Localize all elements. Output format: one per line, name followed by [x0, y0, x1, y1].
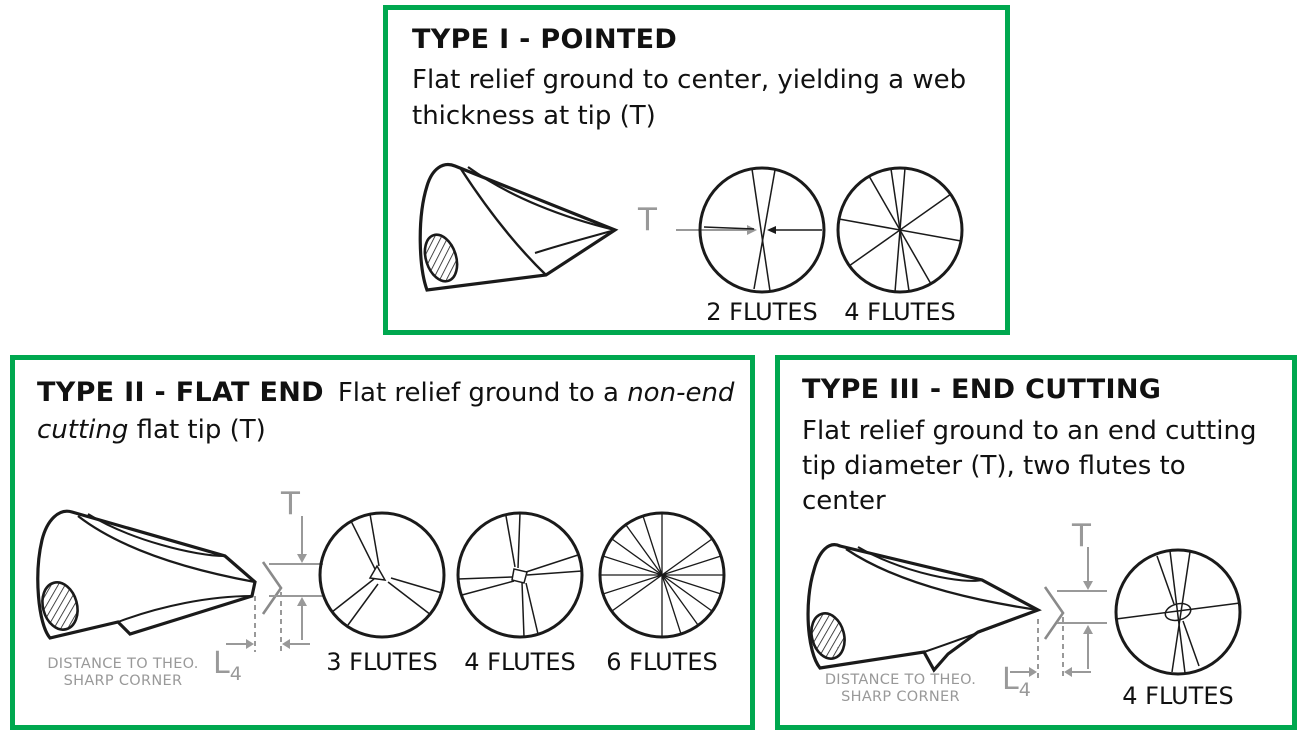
type2-t-label: T: [281, 486, 300, 522]
flutes-4-end-view-icon: [836, 166, 964, 294]
flutes-2-end-view-icon: [698, 166, 826, 294]
type3-t-dimension: [1057, 547, 1107, 669]
type1-flute-label-2: 2 FLUTES: [706, 298, 818, 326]
type2-panel: TYPE II - FLAT END Flat relief ground to …: [10, 355, 755, 730]
type2-drill-side-view-icon: [36, 509, 257, 640]
flutes-4-end-view-icon: [456, 511, 584, 639]
flutes-4-endcutting-end-view-icon: [1114, 548, 1242, 676]
flutes-6-end-view-icon: [598, 511, 726, 639]
type2-l4-dimension: [226, 592, 310, 652]
type2-flute-label-4: 4 FLUTES: [464, 648, 576, 676]
type2-heading-block: TYPE II - FLAT END Flat relief ground to …: [37, 374, 737, 449]
type1-panel: TYPE I - POINTED Flat relief ground to c…: [383, 5, 1010, 335]
type3-sharp-corner-chevron: [1043, 586, 1065, 640]
type1-description: Flat relief ground to center, yielding a…: [412, 65, 967, 131]
type2-desc-part1: Flat relief ground to a: [337, 378, 628, 408]
type2-shank-cross-section: [41, 581, 79, 631]
type2-desc-italic: non-end cutting: [37, 378, 735, 445]
type2-figure-svg: [36, 509, 726, 652]
type3-panel: TYPE III - END CUTTING Flat relief groun…: [775, 355, 1297, 730]
type3-l4-dimension: [1010, 617, 1091, 680]
flutes-3-end-view-icon: [318, 511, 446, 639]
type3-l4-label: L4: [1002, 662, 1031, 701]
type1-t-label: T: [638, 202, 657, 238]
type2-flute-label-6: 6 FLUTES: [606, 648, 718, 676]
type1-figure-svg: [418, 163, 964, 294]
type1-flute-label-4: 4 FLUTES: [844, 298, 956, 326]
type3-drill-side-view-icon: [806, 543, 1042, 673]
type3-description: Flat relief ground to an end cutting tip…: [802, 416, 1257, 516]
type1-shank-cross-section: [423, 233, 459, 283]
type1-title: TYPE I - POINTED: [412, 24, 678, 55]
type3-flute-label-4: 4 FLUTES: [1122, 682, 1234, 710]
type2-title: TYPE II - FLAT END: [37, 377, 324, 408]
type2-t-dimension: [269, 516, 323, 640]
type1-t-dimension: [676, 225, 822, 235]
type2-flute-label-3: 3 FLUTES: [326, 648, 438, 676]
type1-drill-side-view-icon: [418, 163, 619, 292]
type3-distance-label: DISTANCE TO THEO. SHARP CORNER: [824, 672, 977, 705]
type3-title: TYPE III - END CUTTING: [802, 374, 1162, 405]
type2-sharp-corner-chevron: [261, 561, 283, 615]
type2-desc-part2: flat tip (T): [128, 415, 266, 445]
type3-figure-svg: [806, 543, 1242, 680]
type2-l4-label: L4: [213, 646, 242, 685]
type2-distance-label: DISTANCE TO THEO. SHARP CORNER: [47, 656, 199, 689]
type3-shank-cross-section: [810, 612, 846, 660]
type3-t-label: T: [1072, 518, 1091, 554]
